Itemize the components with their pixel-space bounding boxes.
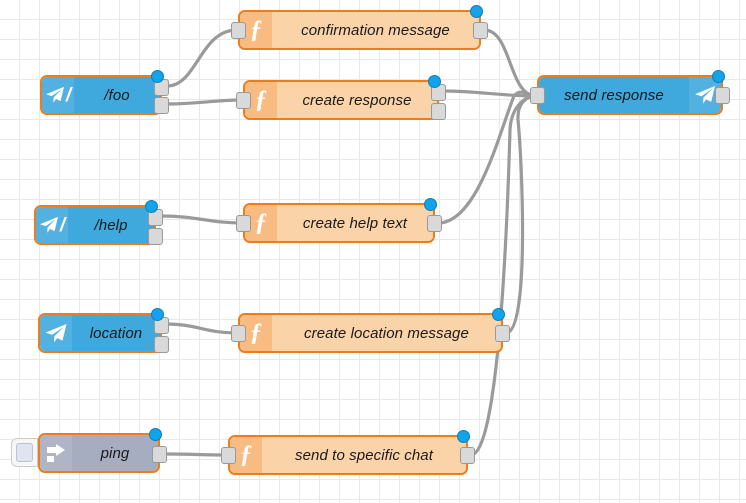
input-port[interactable] <box>221 447 236 464</box>
node-label: send to specific chat <box>294 446 433 464</box>
node-label: create response <box>302 91 412 109</box>
input-port[interactable] <box>236 215 251 232</box>
output-port[interactable] <box>473 22 488 39</box>
status-dot <box>457 430 470 443</box>
inject-button-pad <box>16 443 33 462</box>
node-label: create help text <box>302 214 408 232</box>
output-port[interactable] <box>715 87 730 104</box>
status-dot <box>151 308 164 321</box>
node-create-response[interactable]: ƒ create response <box>236 75 446 120</box>
wire-foo-to-create-response <box>165 98 244 106</box>
telegram-plane-slash-icon: / <box>36 207 68 243</box>
output-port-1[interactable] <box>154 336 169 353</box>
output-port[interactable] <box>427 215 442 232</box>
node-label: /foo <box>104 86 130 104</box>
input-port[interactable] <box>236 92 251 109</box>
wire-create-response-to-send <box>440 89 538 98</box>
status-dot <box>151 70 164 83</box>
node-label: create location message <box>304 324 469 342</box>
status-dot <box>145 200 158 213</box>
input-port[interactable] <box>530 87 545 104</box>
input-port[interactable] <box>231 22 246 39</box>
status-dot <box>428 75 441 88</box>
wire-location-to-create-location <box>165 322 239 335</box>
node-location-event[interactable]: location <box>38 308 169 353</box>
node-label: confirmation message <box>301 21 450 39</box>
status-dot <box>470 5 483 18</box>
output-port-1[interactable] <box>431 103 446 120</box>
node-label: ping <box>100 444 130 462</box>
telegram-plane-icon <box>689 77 721 113</box>
node-help-command[interactable]: / /help <box>34 200 163 245</box>
node-label: send response <box>564 86 664 104</box>
node-label: /help <box>94 216 128 234</box>
output-port-1[interactable] <box>154 97 169 114</box>
node-label: location <box>89 324 143 342</box>
wire-foo-to-confirmation <box>165 28 239 88</box>
output-port-1[interactable] <box>148 228 163 245</box>
wire-send-chat-to-send-response <box>469 94 538 457</box>
output-port[interactable] <box>152 446 167 463</box>
output-port[interactable] <box>495 325 510 342</box>
node-create-location-message[interactable]: ƒ create location message <box>231 308 510 353</box>
node-foo-command[interactable]: / /foo <box>40 70 169 115</box>
telegram-plane-slash-icon: / <box>42 77 74 113</box>
node-create-help-text[interactable]: ƒ create help text <box>236 198 442 243</box>
status-dot <box>492 308 505 321</box>
function-f-icon: ƒ <box>240 12 272 48</box>
arrow-right-inject-icon <box>40 435 72 471</box>
wire-help-to-create-help-text <box>159 214 244 225</box>
status-dot <box>149 428 162 441</box>
wire-ping-to-send-chat <box>163 452 229 457</box>
node-send-response[interactable]: send response <box>530 70 730 115</box>
node-ping-inject[interactable]: ping <box>38 428 167 473</box>
status-dot <box>712 70 725 83</box>
wire-confirmation-to-send <box>482 28 538 98</box>
telegram-plane-icon <box>40 315 72 351</box>
wire-create-location-to-send <box>504 94 538 335</box>
wire-create-help-text-to-send <box>436 90 538 225</box>
output-port[interactable] <box>460 447 475 464</box>
input-port[interactable] <box>231 325 246 342</box>
node-confirmation-message[interactable]: ƒ confirmation message <box>231 5 488 50</box>
inject-trigger-button[interactable] <box>11 438 38 467</box>
node-send-to-specific-chat[interactable]: ƒ send to specific chat <box>221 430 475 475</box>
status-dot <box>424 198 437 211</box>
